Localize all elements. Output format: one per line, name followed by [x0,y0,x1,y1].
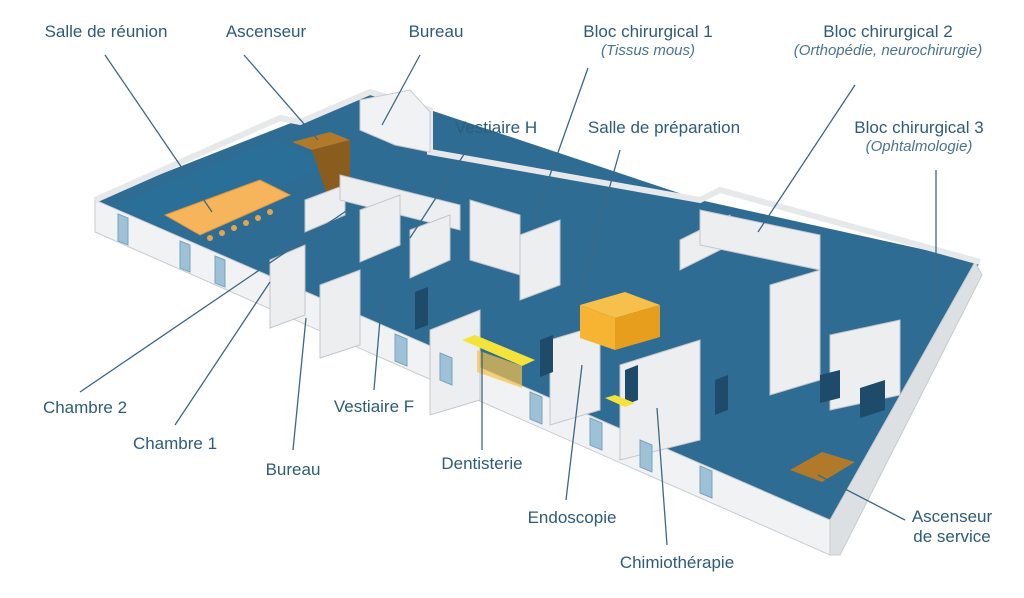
meeting-room-floor [115,140,330,232]
leader-vestiaire-h [409,144,471,239]
service-elevator-top [790,452,855,482]
back-wall [93,88,981,265]
leader-chambre1 [174,281,271,426]
label-bloc2-sub: (Orthopédie, neurochirurgie) [793,42,983,59]
prep-counter-top [580,292,660,318]
leader-endoscopie [565,364,583,501]
leader-lines [79,54,937,546]
label-endoscopie: Endoscopie [527,508,617,527]
leader-bloc1 [533,67,589,221]
label-bloc2-title: Bloc chirurgical 2 [823,22,953,41]
leader-vestiaire-f [373,295,383,391]
label-vestiaire-h: Vestiaire H [454,118,538,137]
label-bloc1-title: Bloc chirurgical 1 [583,22,713,41]
label-ascenseur-service-line1: Ascenseur [911,507,993,526]
preparation-counter [580,292,660,350]
label-bloc3: Bloc chirurgical 3 (Ophtalmologie) [854,118,983,156]
leader-ascenseur [243,54,319,141]
leader-salle-reunion [104,54,213,213]
leader-salle-preparation [577,149,621,301]
leader-bureau-top [381,54,421,126]
prep-counter-front [580,305,615,350]
front-windows [117,213,713,499]
meeting-chairs [207,209,273,241]
meeting-table [163,179,292,236]
leader-bloc2 [757,84,856,233]
label-bloc1-sub: (Tissus mous) [600,42,696,59]
label-ascenseur-service-line2: de service [913,527,991,546]
right-end-wall [829,260,983,556]
label-salle-preparation: Salle de préparation [587,118,741,137]
leader-chambre2 [79,206,353,393]
label-chimiotherapie: Chimiothérapie [619,553,735,572]
dentistry-counter [462,335,535,388]
label-bloc1: Bloc chirurgical 1 (Tissus mous) [583,22,712,60]
doors [415,287,885,418]
label-dentisterie: Dentisterie [441,454,523,473]
label-bloc3-sub: (Ophtalmologie) [865,138,973,155]
label-chambre1: Chambre 1 [132,434,218,453]
label-ascenseur-service: Ascenseur de service [912,507,992,547]
office-top-walls [359,89,431,153]
prep-counter-side [615,305,660,350]
chemo-counter [605,395,635,407]
label-bureau-bottom: Bureau [265,460,321,479]
label-bureau-top: Bureau [408,22,464,41]
label-bloc2: Bloc chirurgical 2 (Orthopédie, neurochi… [794,22,982,60]
label-chambre2: Chambre 2 [42,398,128,417]
meeting-room [115,140,330,241]
label-ascenseur: Ascenseur [225,22,307,41]
label-vestiaire-f: Vestiaire F [333,397,415,416]
leader-chimiotherapie [656,407,668,546]
elevator-top [292,132,350,150]
leader-ascenseur-service [817,474,906,521]
office-top [359,89,431,153]
service-elevator [790,452,855,482]
leader-bureau-bottom [292,317,307,451]
label-bloc3-title: Bloc chirurgical 3 [854,118,984,137]
label-salle-reunion: Salle de réunion [44,22,168,41]
